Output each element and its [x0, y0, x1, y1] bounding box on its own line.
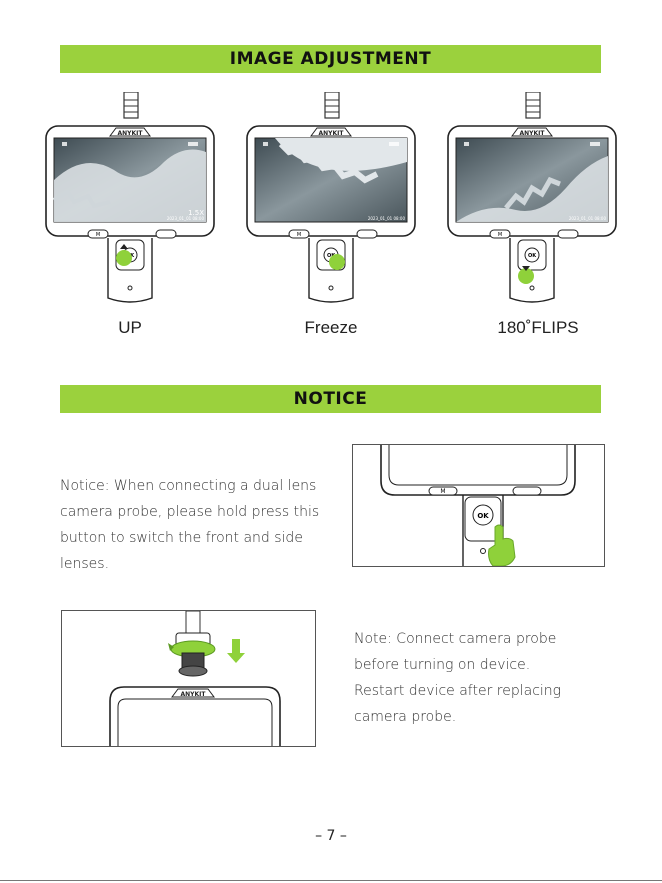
ok-button[interactable]: OK [528, 253, 537, 259]
notice-paragraph: Notice: When connecting a dual lens came… [60, 473, 345, 577]
timestamp: 2023_01_01 08:00 [167, 216, 205, 221]
note-line: before turning on device. [354, 657, 531, 673]
brand-label: ANYKIT [118, 130, 144, 137]
dual-lens-button-illustration: M OK [352, 444, 605, 567]
ok-button[interactable]: OK [477, 512, 489, 520]
notice-line: lenses. [60, 556, 110, 572]
probe-connection-illustration: ANYKIT [61, 610, 316, 747]
device-illustration-freeze: ANYKIT 2023_01_01 08:00 M OK [246, 92, 416, 303]
mode-button[interactable]: M [440, 488, 445, 495]
note-line: Restart device after replacing [354, 683, 562, 699]
notice-line: button to switch the front and side [60, 530, 303, 546]
section-banner-image-adjustment: IMAGE ADJUSTMENT [60, 45, 601, 73]
note-line: camera probe. [354, 709, 457, 725]
timestamp: 2023_01_01 08:00 [569, 216, 607, 221]
mode-button[interactable]: M [498, 232, 502, 238]
mode-button[interactable]: M [297, 232, 301, 238]
brand-label: ANYKIT [319, 130, 345, 137]
device-illustration-flip: ANYKIT 2023_01_01 08:00 M OK [447, 92, 617, 303]
mode-button[interactable]: M [96, 232, 100, 238]
notice-line: camera probe, please hold press this [60, 504, 320, 520]
caption-flips: 180˚FLIPS [497, 318, 579, 337]
caption-up: UP [118, 318, 142, 337]
bottom-divider [0, 880, 662, 881]
page-number: – 7 – [315, 828, 347, 844]
note-paragraph: Note: Connect camera probe before turnin… [354, 626, 644, 730]
timestamp: 2023_01_01 08:00 [368, 216, 406, 221]
brand-label: ANYKIT [181, 691, 207, 698]
section-title: NOTICE [293, 389, 368, 409]
section-banner-notice: NOTICE [60, 385, 601, 413]
notice-line: Notice: When connecting a dual lens [60, 478, 317, 494]
device-illustration-up: ANYKIT 1.5X 2023_01_01 08:00 M OK [45, 92, 215, 303]
zoom-level: 1.5X [188, 209, 204, 217]
brand-label: ANYKIT [520, 130, 546, 137]
section-title: IMAGE ADJUSTMENT [229, 49, 432, 69]
caption-freeze: Freeze [304, 318, 358, 337]
ok-button[interactable]: OK [327, 253, 336, 259]
note-line: Note: Connect camera probe [354, 631, 557, 647]
